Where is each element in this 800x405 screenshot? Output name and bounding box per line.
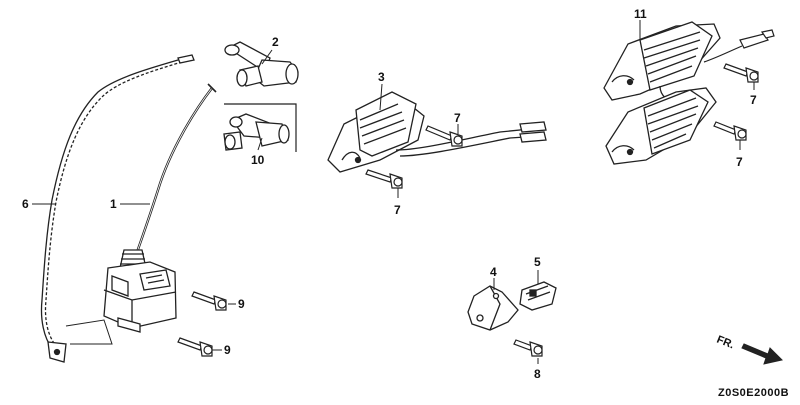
callout-1: 1 — [110, 197, 117, 211]
part-9-bolt-lower — [177, 337, 213, 357]
part-3-charge-coil — [327, 91, 547, 173]
part-11-lighting-coil-upper — [603, 21, 721, 105]
part-11-lighting-coil-lower — [605, 87, 717, 165]
part-11-leads — [703, 29, 775, 63]
callout-9-lower: 9 — [224, 343, 231, 357]
part-6-ground-wire — [40, 54, 195, 363]
leader-lines — [32, 20, 755, 364]
part-7-bolt-d — [713, 121, 747, 141]
part-7-bolt-a — [425, 125, 463, 147]
callout-5: 5 — [534, 255, 541, 269]
callout-11: 11 — [634, 7, 647, 21]
part-8-bolt — [513, 339, 543, 357]
callout-7-right-upper: 7 — [750, 93, 757, 107]
front-label: FR. — [715, 334, 736, 352]
part-1-ignition-coil — [103, 83, 217, 333]
part-10-plug-cap-alt — [223, 103, 297, 152]
front-arrow-icon — [741, 343, 783, 365]
part-9-bolt-upper — [191, 291, 227, 311]
part-5-connector — [519, 281, 557, 311]
part-2-plug-cap — [224, 41, 299, 87]
callout-7-mid-lower: 7 — [394, 203, 401, 217]
part-6-connector-line — [65, 319, 113, 345]
callout-8: 8 — [534, 367, 541, 381]
part-7-bolt-b — [365, 169, 403, 189]
callout-4: 4 — [490, 265, 497, 279]
part-4-bracket — [467, 285, 519, 331]
front-direction-indicator: FR. — [715, 334, 783, 365]
callout-2: 2 — [272, 35, 279, 49]
callout-9-upper: 9 — [238, 297, 245, 311]
part-7-bolt-c — [723, 63, 759, 83]
callout-10: 10 — [251, 153, 265, 167]
callout-6: 6 — [22, 197, 29, 211]
callout-3: 3 — [378, 70, 385, 84]
diagram-code: Z0S0E2000B — [718, 387, 789, 399]
callout-7-right-lower: 7 — [736, 155, 743, 169]
callout-7-mid-upper: 7 — [454, 111, 461, 125]
